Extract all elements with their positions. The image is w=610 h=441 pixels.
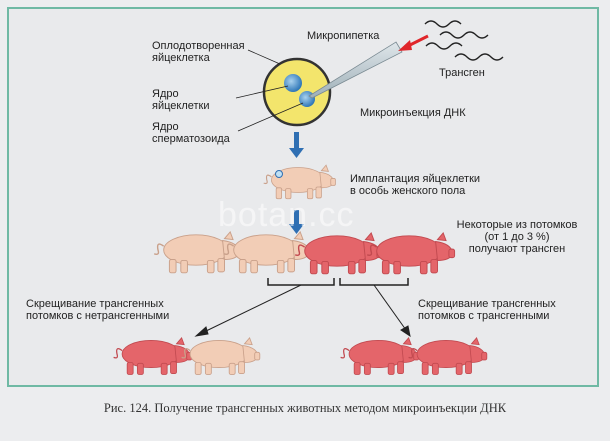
cross-arrows	[194, 284, 411, 338]
transgene-arrow	[398, 34, 429, 51]
dna-strands-icon	[424, 20, 504, 61]
implanted-egg-icon	[275, 170, 283, 178]
label-some-offspring: Некоторые из потомков (от 1 до 3 %) полу…	[456, 219, 578, 255]
result-pig-right-1	[339, 337, 420, 376]
micropipette-icon	[308, 41, 403, 99]
offspring-pig-2	[223, 231, 313, 274]
implantation-pig	[263, 164, 337, 200]
result-pig-left-transgenic	[112, 337, 193, 376]
offspring-pig-transgenic-1	[294, 232, 384, 275]
figure-caption: Рис. 124. Получение трансгенных животных…	[103, 401, 507, 415]
label-cross-nontransgenic: Скрещивание трансгенных потомков с нетра…	[26, 298, 170, 322]
label-implantation: Имплантация яйцеклетки в особь женского …	[350, 173, 481, 197]
label-cross-transgenic: Скрещивание трансгенных потомков с транс…	[418, 298, 556, 322]
offspring-brackets	[267, 278, 409, 286]
blue-arrows	[289, 132, 304, 234]
egg-nucleus	[284, 74, 302, 92]
label-fertilized-egg: Оплодотворенная яйцеклетка	[152, 40, 245, 64]
result-pig-left-normal	[180, 337, 261, 376]
label-sperm-nucleus: Ядро сперматозоида	[152, 121, 230, 145]
label-pointers	[235, 49, 304, 132]
label-transgene: Трансген	[439, 67, 485, 79]
label-egg-nucleus: Ядро яйцеклетки	[152, 88, 210, 112]
result-pig-right-2	[407, 337, 488, 376]
watermark: botan.cc	[218, 196, 355, 234]
label-microinjection: Микроинъекция ДНК	[360, 107, 466, 119]
label-micropipette: Микропипетка	[307, 30, 380, 42]
